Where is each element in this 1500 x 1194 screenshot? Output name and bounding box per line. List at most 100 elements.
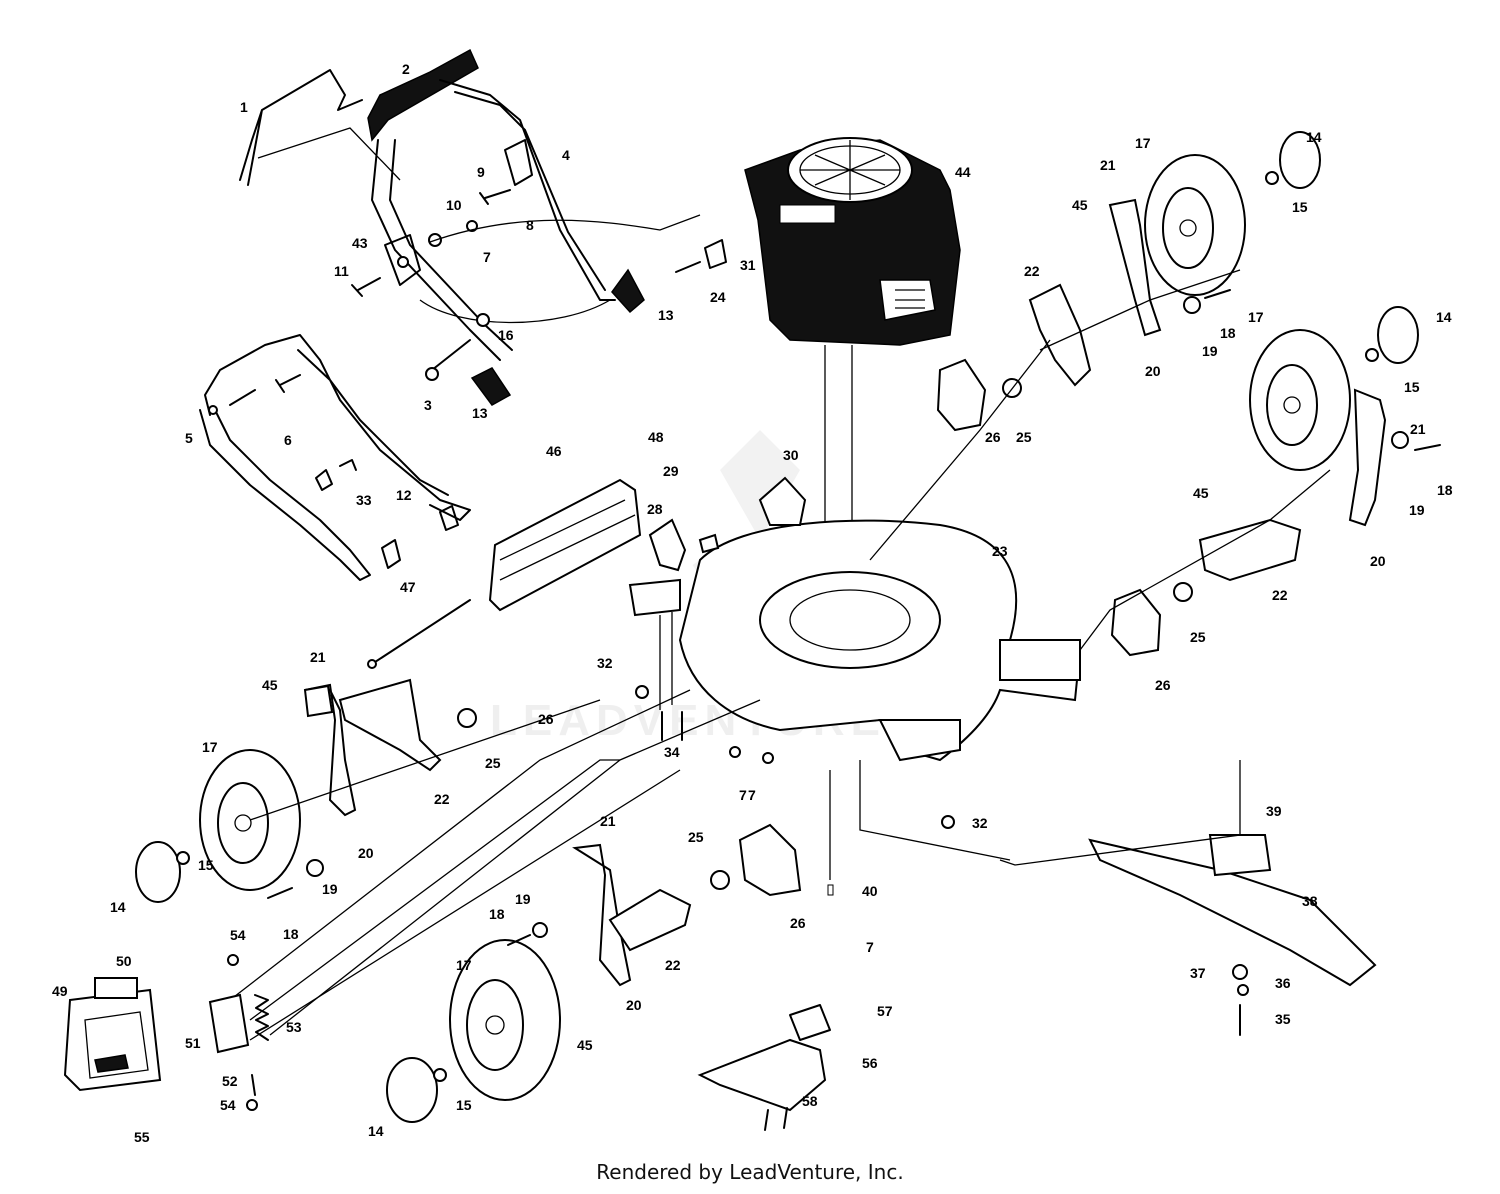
callout-33: 33 (356, 492, 372, 508)
callout-45d: 45 (577, 1037, 593, 1053)
mower-blade-38 (1088, 838, 1377, 987)
callout-25c: 25 (485, 755, 501, 771)
nut-32a (635, 685, 649, 699)
callout-44: 44 (955, 164, 971, 180)
callout-26c: 26 (538, 711, 554, 727)
hubcap-14b (386, 1057, 438, 1123)
clip-33 (315, 459, 357, 491)
bracket-31 (704, 239, 727, 269)
callout-21c: 21 (310, 649, 326, 665)
callout-25d: 25 (688, 829, 704, 845)
screw-24 (675, 261, 701, 273)
hubcap-14d (1377, 306, 1419, 364)
callout-2: 2 (402, 61, 410, 77)
decal-50 (94, 977, 138, 999)
callout-40: 40 (862, 883, 878, 899)
callout-7c: 7 (866, 939, 874, 955)
callout-51: 51 (185, 1035, 201, 1051)
bolt-11 (351, 277, 381, 297)
callout-21d: 21 (600, 813, 616, 829)
control-cable (419, 214, 701, 324)
callout-20a: 20 (1145, 363, 1161, 379)
mower-deck-23 (488, 476, 1377, 1036)
bolt-9 (479, 189, 511, 205)
mulch-plug-assembly (63, 759, 831, 1131)
callout-11: 11 (334, 263, 349, 279)
callout-49: 49 (52, 983, 68, 999)
callout-58: 58 (802, 1093, 818, 1109)
callout-6: 6 (284, 432, 292, 448)
hubcap-14a (135, 841, 181, 903)
upper-handle-assembly (239, 48, 727, 406)
washer-36 (1237, 984, 1249, 996)
callout-4: 4 (562, 147, 570, 163)
callout-17d: 17 (456, 957, 472, 973)
callout-19c: 19 (322, 881, 338, 897)
callout-labels: 1 2 3 4 5 6 7 7 7 7 8 9 10 11 12 13 13 1… (52, 61, 1453, 1145)
callout-30: 30 (783, 447, 799, 463)
side-discharge-56 (697, 1038, 827, 1112)
wheel-rear-left (386, 823, 802, 1123)
height-lever-21a (303, 684, 334, 718)
handle-bracket (384, 234, 421, 286)
cable-guide-13 (611, 268, 645, 314)
bracket-29 (698, 533, 720, 554)
callout-19d: 19 (515, 891, 531, 907)
callout-26b: 26 (1155, 677, 1171, 693)
blade-adapter-39 (1208, 834, 1272, 877)
handle-grip (367, 48, 479, 142)
callout-13a: 13 (658, 307, 674, 323)
callout-31: 31 (740, 257, 756, 273)
bracket-30 (758, 476, 807, 526)
callout-20d: 20 (626, 997, 642, 1013)
callout-54a: 54 (230, 927, 246, 943)
callout-22d: 22 (665, 957, 681, 973)
callout-50: 50 (116, 953, 132, 969)
callout-48: 48 (648, 429, 664, 445)
callout-18c: 18 (283, 926, 299, 942)
callout-46: 46 (546, 443, 562, 459)
callout-18a: 18 (1220, 325, 1236, 341)
callout-3: 3 (424, 397, 432, 413)
callout-14a: 14 (1306, 129, 1322, 145)
eye-bolt-3 (431, 339, 471, 371)
callout-8: 8 (526, 217, 534, 233)
nut-32b (941, 815, 955, 829)
callout-17a: 17 (1135, 135, 1151, 151)
callout-14c: 14 (110, 899, 126, 915)
callout-21a: 21 (1100, 157, 1116, 173)
lower-handle-assembly (199, 334, 471, 669)
knob-12a (381, 539, 401, 569)
hinge-51 (208, 993, 250, 1054)
callout-19b: 19 (1409, 502, 1425, 518)
callout-56: 56 (862, 1055, 878, 1071)
callout-29: 29 (663, 463, 679, 479)
upper-handle-tube (371, 79, 616, 361)
washer-37 (1232, 964, 1248, 980)
engine-44 (744, 137, 961, 896)
callout-14d: 14 (368, 1123, 384, 1139)
callout-15d: 15 (456, 1097, 472, 1113)
callout-36: 36 (1275, 975, 1291, 991)
callout-22b: 22 (1272, 587, 1288, 603)
callout-25b: 25 (1190, 629, 1206, 645)
callout-39: 39 (1266, 803, 1282, 819)
callout-35: 35 (1275, 1011, 1291, 1027)
callout-43: 43 (352, 235, 368, 251)
axle-rod-47 (371, 599, 471, 665)
callout-21b: 21 (1410, 421, 1426, 437)
callout-15c: 15 (198, 857, 214, 873)
callout-5: 5 (185, 430, 193, 446)
nut-7 (466, 220, 478, 232)
callout-18b: 18 (1437, 482, 1453, 498)
wheel-front-left (135, 678, 477, 903)
callout-20b: 20 (1370, 553, 1386, 569)
cable-clip-8 (504, 139, 533, 186)
screws-58 (764, 1107, 788, 1131)
callout-24: 24 (710, 289, 726, 305)
callout-57: 57 (877, 1003, 893, 1019)
bolt-6a (229, 389, 256, 406)
callout-45b: 45 (1193, 485, 1209, 501)
callout-13b: 13 (472, 405, 488, 421)
